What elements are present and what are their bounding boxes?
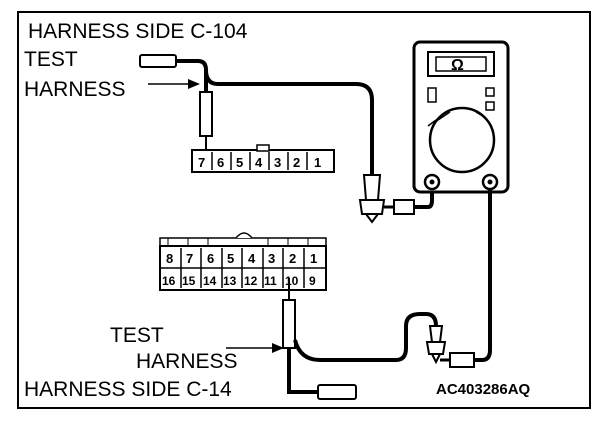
bottom-clip (425, 325, 475, 368)
test-harness-top-line2: HARNESS (24, 78, 126, 101)
c104-pin: 7 (198, 155, 205, 170)
c14-pin-top: 5 (227, 251, 234, 266)
test-harness-bottom-line2: HARNESS (136, 350, 238, 373)
connector-c14: 8 7 6 5 4 3 2 1 16 15 14 13 12 11 10 9 (159, 232, 327, 291)
c14-pin-bottom: 15 (182, 274, 196, 288)
test-harness-top-line1: TEST (24, 48, 78, 71)
ohmmeter: Ω (412, 40, 510, 194)
c104-pin: 5 (236, 155, 243, 170)
c14-pin-top: 7 (186, 251, 193, 266)
ohm-symbol: Ω (451, 57, 464, 74)
bottom-test-harness (226, 278, 438, 400)
c14-pin-bottom: 9 (309, 274, 316, 288)
c14-pin-top: 1 (310, 251, 317, 266)
c14-pin-bottom: 14 (203, 274, 217, 288)
c14-pin-bottom: 16 (162, 274, 176, 288)
c14-pin-bottom: 12 (244, 274, 258, 288)
c104-pin: 3 (274, 155, 281, 170)
c14-pin-top: 4 (248, 251, 256, 266)
c14-pin-bottom: 10 (285, 274, 299, 288)
c104-pin: 2 (293, 155, 300, 170)
meter-mode-marker (485, 87, 495, 97)
test-harness-bottom-line1: TEST (110, 324, 164, 347)
c14-pin-top: 2 (289, 251, 296, 266)
c104-pin: 4 (255, 155, 263, 170)
c14-pin-top: 3 (268, 251, 275, 266)
connector-c104: 7 6 5 4 3 2 1 (191, 144, 335, 173)
meter-dial (428, 106, 496, 174)
c14-pin-top: 8 (166, 251, 173, 266)
c104-pin: 1 (314, 155, 321, 170)
c14-pin-top: 6 (207, 251, 214, 266)
c14-pin-bottom: 11 (264, 274, 277, 288)
meter-mode-marker (485, 101, 495, 111)
bottom-title: HARNESS SIDE C-14 (24, 378, 232, 401)
figure-code: AC403286AQ (436, 381, 531, 398)
c14-pin-bottom: 13 (223, 274, 237, 288)
top-title: HARNESS SIDE C-104 (28, 20, 248, 43)
meter-mode-marker (427, 87, 437, 103)
top-test-harness (139, 54, 374, 175)
meter-lead-right (474, 189, 492, 362)
c104-pin: 6 (217, 155, 224, 170)
top-clip (358, 174, 434, 224)
diagram-border (17, 11, 591, 409)
